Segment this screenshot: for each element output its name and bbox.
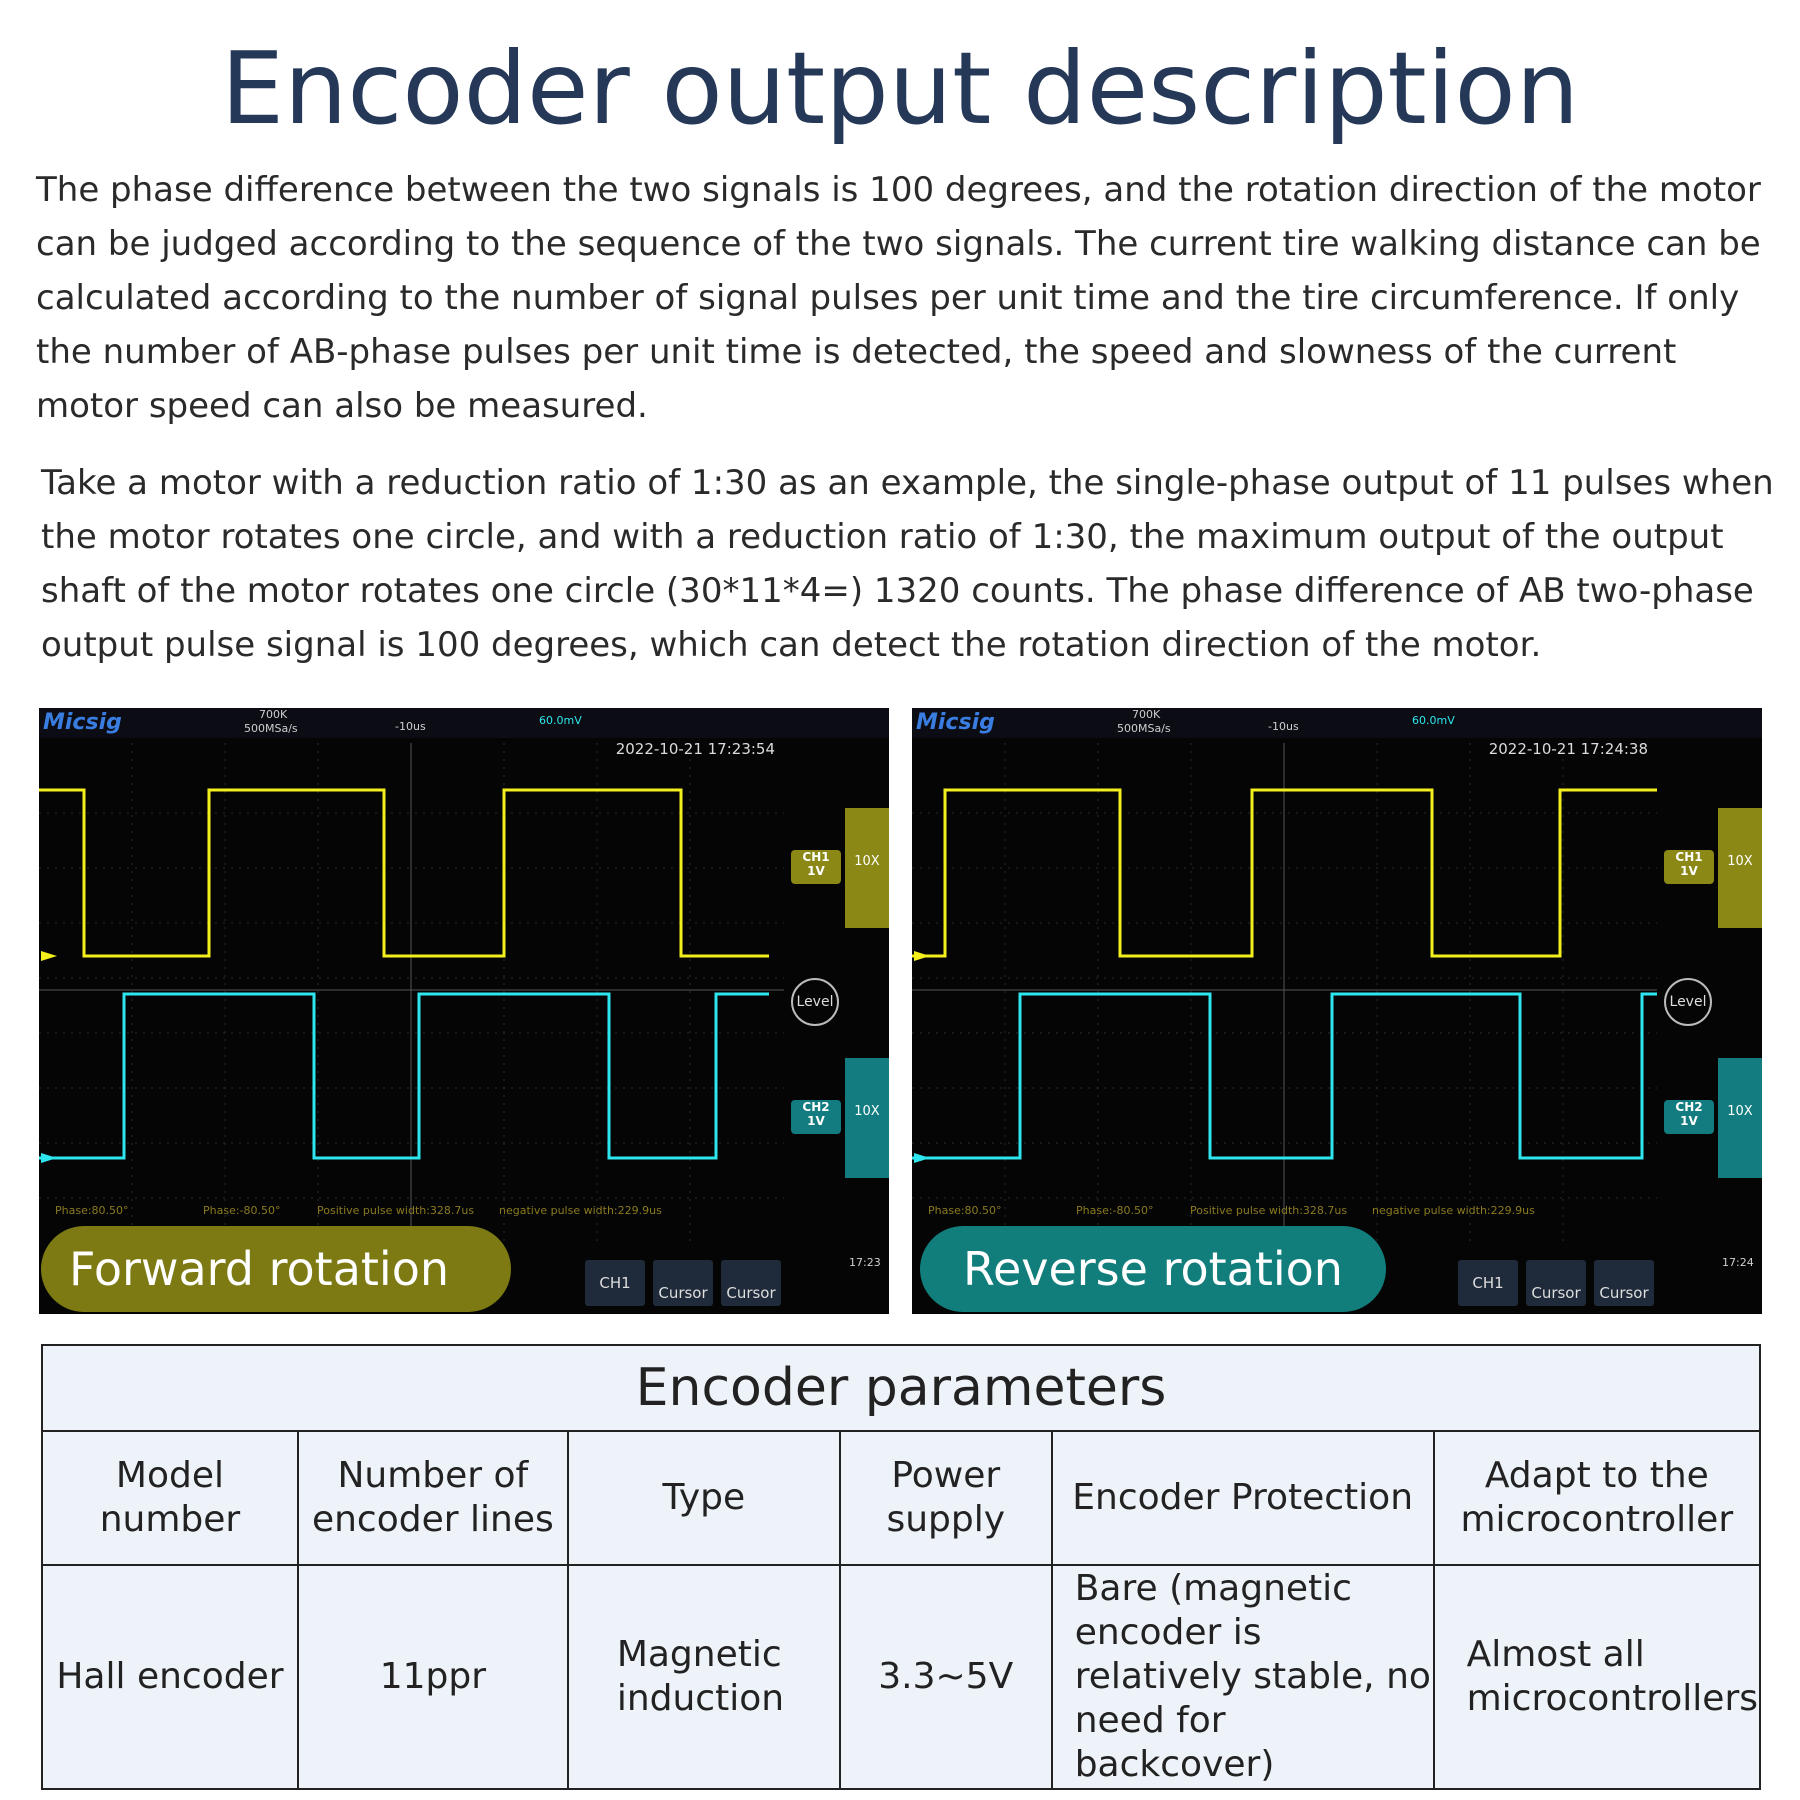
header-encoder-lines: Number of encoder lines — [296, 1430, 569, 1566]
trigger-level-knob[interactable]: Level — [1664, 978, 1712, 1026]
cell-encoder-protection: Bare (magnetic encoder is relatively sta… — [1050, 1564, 1435, 1790]
cell-encoder-lines: 11ppr — [296, 1564, 569, 1790]
scope-clock: 17:24 — [1722, 1256, 1754, 1269]
cell-adapt-microcontroller: Almost all microcontrollers — [1432, 1564, 1762, 1790]
cursor-v-button[interactable]: Cursor — [721, 1260, 781, 1306]
scope-brand-logo: Micsig — [916, 710, 995, 735]
ch2-probe: 10X — [854, 1104, 880, 1119]
ch2-probe: 10X — [1727, 1104, 1753, 1119]
negative-pulse-width: negative pulse width:229.9us — [1372, 1204, 1535, 1217]
ch2-name: CH2 — [1675, 1100, 1703, 1114]
ch1-button[interactable]: CH1 — [1458, 1260, 1518, 1306]
ch1-button[interactable]: CH1 — [585, 1260, 645, 1306]
scope-brand-logo: Micsig — [43, 710, 122, 735]
ch2-scale: 1V — [807, 1114, 825, 1128]
page-title: Encoder output description — [220, 30, 1580, 147]
example-paragraph: Take a motor with a reduction ratio of 1… — [41, 463, 1774, 665]
oscilloscope-reverse: Micsig 700K 500MSa/s -10us 60.0mV 2022-1… — [912, 708, 1762, 1314]
ch1-name: CH1 — [1675, 850, 1703, 864]
ch2-phase-measure: Phase:-80.50° — [1076, 1204, 1154, 1217]
timebase-offset[interactable]: -10us — [395, 720, 426, 733]
sample-rate: 500MSa/s — [1117, 722, 1171, 735]
negative-pulse-width: negative pulse width:229.9us — [499, 1204, 662, 1217]
ch2-scale: 1V — [1680, 1114, 1698, 1128]
forward-rotation-label: Forward rotation — [41, 1226, 511, 1312]
positive-pulse-width: Positive pulse width:328.7us — [317, 1204, 475, 1217]
header-model-number: Model number — [41, 1430, 299, 1566]
ch1-phase-measure: Phase:80.50° — [55, 1204, 129, 1217]
trigger-level[interactable]: 60.0mV — [539, 714, 582, 727]
cursor-v-button[interactable]: Cursor — [1594, 1260, 1654, 1306]
ch2-phase-measure: Phase:-80.50° — [203, 1204, 281, 1217]
header-power-supply: Power supply — [838, 1430, 1053, 1566]
positive-pulse-width: Positive pulse width:328.7us — [1190, 1204, 1348, 1217]
ch1-tag[interactable]: CH1 1V — [791, 850, 841, 884]
header-encoder-protection: Encoder Protection — [1050, 1430, 1435, 1566]
oscilloscope-forward: Micsig 700K 500MSa/s -10us 60.0mV 2022-1… — [39, 708, 889, 1314]
ch2-probe-panel[interactable]: 10X — [1718, 1058, 1762, 1178]
ch2-tag[interactable]: CH2 1V — [1664, 1100, 1714, 1134]
header-type: Type — [566, 1430, 841, 1566]
ch1-phase-measure: Phase:80.50° — [928, 1204, 1002, 1217]
table-caption: Encoder parameters — [41, 1344, 1761, 1432]
trigger-level[interactable]: 60.0mV — [1412, 714, 1455, 727]
header-adapt-microcontroller: Adapt to the microcontroller — [1432, 1430, 1762, 1566]
cursor-h-button[interactable]: Cursor — [1526, 1260, 1586, 1306]
scope-timestamp: 2022-10-21 17:23:54 — [615, 740, 775, 758]
timebase-offset[interactable]: -10us — [1268, 720, 1299, 733]
ch1-tag[interactable]: CH1 1V — [1664, 850, 1714, 884]
ch1-probe: 10X — [1727, 854, 1753, 869]
scope-timestamp: 2022-10-21 17:24:38 — [1488, 740, 1648, 758]
ch1-probe-panel[interactable]: 10X — [1718, 808, 1762, 928]
cursor-h-button[interactable]: Cursor — [653, 1260, 713, 1306]
ch1-scale: 1V — [1680, 864, 1698, 878]
ch2-probe-panel[interactable]: 10X — [845, 1058, 889, 1178]
scope-clock: 17:23 — [849, 1256, 881, 1269]
trigger-level-knob[interactable]: Level — [791, 978, 839, 1026]
ch1-scale: 1V — [807, 864, 825, 878]
ch2-name: CH2 — [802, 1100, 830, 1114]
sample-rate: 500MSa/s — [244, 722, 298, 735]
ch1-probe: 10X — [854, 854, 880, 869]
scope-grid-and-waves — [912, 708, 1762, 1243]
reverse-rotation-label: Reverse rotation — [920, 1226, 1386, 1312]
sample-count: 700K — [259, 708, 288, 721]
ch2-tag[interactable]: CH2 1V — [791, 1100, 841, 1134]
cell-power-supply: 3.3~5V — [838, 1564, 1053, 1790]
description-paragraph: The phase difference between the two sig… — [36, 170, 1761, 426]
cell-model-number: Hall encoder — [41, 1564, 299, 1790]
sample-count: 700K — [1132, 708, 1161, 721]
scope-grid-and-waves — [39, 708, 889, 1243]
ch1-name: CH1 — [802, 850, 830, 864]
cell-type: Magnetic induction — [566, 1564, 841, 1790]
encoder-parameters-table: Encoder parameters Model number Number o… — [41, 1344, 1762, 1790]
ch1-probe-panel[interactable]: 10X — [845, 808, 889, 928]
